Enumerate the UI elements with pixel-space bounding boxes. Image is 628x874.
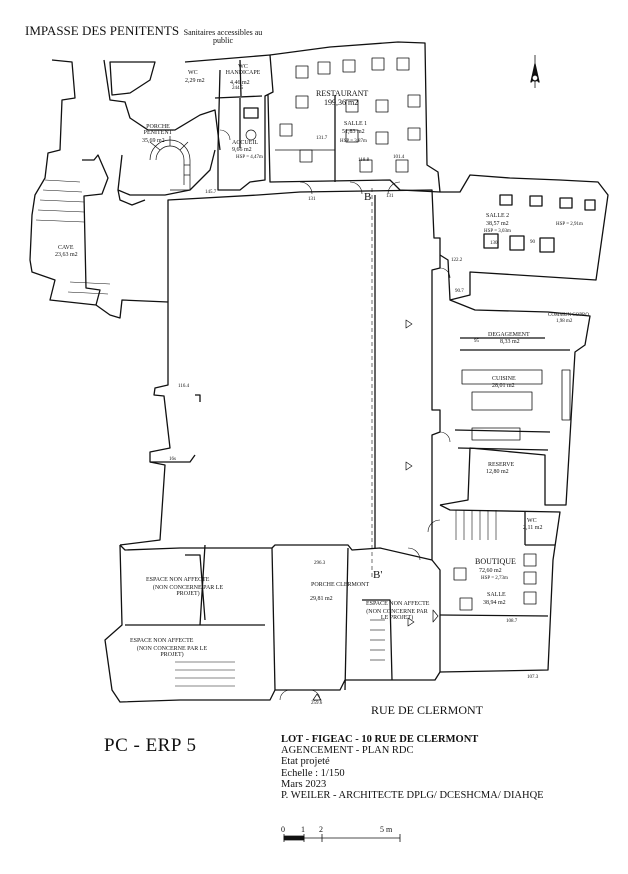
dim-label: 131.7 <box>316 136 328 141</box>
porche-clermont-name: PORCHE CLERMONT <box>311 582 370 588</box>
dim-label: 90.7 <box>455 289 464 294</box>
boutique-name: BOUTIQUE <box>475 557 516 566</box>
dim-label: 116.4 <box>178 384 190 389</box>
east-stairs <box>455 510 497 540</box>
porche-clermont-area: 29,81 m2 <box>310 596 333 602</box>
cuisine-area: 28,01 m2 <box>492 383 515 389</box>
hsp-salle1: HSP = 3.87m <box>340 139 367 144</box>
spiral-stair <box>149 136 191 191</box>
north-arrow-icon <box>530 55 540 88</box>
scale-tick-0: 0 <box>281 825 285 834</box>
espace1-name: ESPACE NON AFFECTE <box>146 577 210 583</box>
dim-label: 118.8 <box>358 158 370 163</box>
cartouche-line1: LOT - FIGEAC - 10 RUE DE CLERMONT <box>281 734 479 745</box>
access-marker-icon <box>312 319 439 701</box>
degagement-name: DEGAGEMENT <box>488 332 530 338</box>
cartouche-line4: Echelle : 1/150 <box>281 767 345 779</box>
sanitaires-label: Sanitaires accessibles au public <box>183 28 263 46</box>
espace3-name: ESPACE NON AFFECTE <box>366 601 430 607</box>
reserve-name: RESERVE <box>488 462 515 468</box>
reserve-area: 12,80 m2 <box>486 469 509 475</box>
salle2-area: 38,57 m2 <box>486 221 509 227</box>
salle2-name: SALLE 2 <box>486 213 510 219</box>
scale-tick-5: 5 m <box>380 825 393 834</box>
wc2-area: 2,11 m2 <box>523 525 543 531</box>
salle-area: 38,94 m2 <box>483 600 506 606</box>
dim-label: 145.7 <box>205 190 217 195</box>
accueil-area: 9,66 m2 <box>232 147 252 153</box>
dim-label: 16s <box>169 457 176 462</box>
wc-handi-area: 4,46 m2 <box>230 80 250 86</box>
espace2-name: ESPACE NON AFFECTE <box>130 638 194 644</box>
wc1-area: 2,29 m2 <box>185 78 205 84</box>
restaurant-name: RESTAURANT <box>316 89 369 98</box>
scale-tick-1: 1 <box>301 825 305 834</box>
salle-name: SALLE <box>487 592 506 598</box>
boutique-tables <box>453 553 537 611</box>
dim-label: 244.5 <box>232 86 244 91</box>
salle1-area: 51,83 m2 <box>342 129 365 135</box>
wc1-name: WC <box>188 70 198 76</box>
south-rooms-outline <box>104 544 441 703</box>
hsp-salle2b: HSP = 3,03m <box>484 229 511 234</box>
porche-penitent-area: 35,69 m2 <box>142 138 165 144</box>
commun-area: 1,98 m2 <box>556 319 573 324</box>
dim-label: 90 <box>530 240 535 245</box>
sanitary-block <box>184 54 274 191</box>
salle2-outline <box>439 174 609 301</box>
impasse-label: IMPASSE DES PENITENTS <box>25 23 180 38</box>
salle1-name: SALLE 1 <box>344 121 368 127</box>
porche-penitent-name: PORCHE PENITENT <box>143 124 173 137</box>
title-block: LOT - FIGEAC - 10 RUE DE CLERMONT AGENCE… <box>281 734 544 801</box>
dim-label: 107.3 <box>527 675 539 680</box>
wc2-name: WC <box>527 518 537 524</box>
cuisine-name: CUISINE <box>492 376 516 382</box>
central-space-outline <box>150 189 441 672</box>
restaurant-tables <box>279 57 421 173</box>
dim-label: 131 <box>386 194 394 199</box>
accueil-name: ACCUEIL <box>232 140 258 146</box>
commun-name: COMMUN COPRO <box>548 313 589 318</box>
dim-label: 108.7 <box>506 619 518 624</box>
section-mark-b-prime: B' <box>373 569 383 581</box>
south-stairs <box>175 619 385 687</box>
wall-outline-west <box>29 59 221 546</box>
section-mark-b: B <box>364 191 372 203</box>
espace2-note: (NON CONCERNE PAR LE PROJET) <box>136 646 208 659</box>
scale-tick-2: 2 <box>319 825 323 834</box>
dim-label: 296.3 <box>314 561 326 566</box>
cave-name: CAVE <box>58 245 74 251</box>
pc-erp-label: PC - ERP 5 <box>104 735 197 756</box>
boutique-area: 72,60 m2 <box>479 568 502 574</box>
espace3-note: (NON CONCERNE PAR LE PROJET) <box>366 609 428 622</box>
cave-stair <box>35 179 111 295</box>
dim-label: 122.2 <box>451 258 463 263</box>
street-label: RUE DE CLERMONT <box>371 703 483 717</box>
cartouche-line3: Etat projeté <box>281 756 330 768</box>
wc-handi-name: WC HANDICAPE <box>225 64 261 77</box>
cartouche-line6: P. WEILER - ARCHITECTE DPLG/ DCESHCMA/ D… <box>281 790 544 802</box>
cartouche-line5: Mars 2023 <box>281 778 327 790</box>
dim-label: 130 <box>490 241 498 246</box>
espace1-note: (NON CONCERNE PAR LE PROJET) <box>152 585 224 598</box>
restaurant-outline <box>267 41 441 193</box>
hsp-accueil: HSP = 4,47m <box>236 155 263 160</box>
cartouche-line2: AGENCEMENT - PLAN RDC <box>281 745 414 757</box>
dim-label: 131 <box>308 197 316 202</box>
dim-label: 95 <box>474 339 479 344</box>
hsp-boutique: HSP = 2,73m <box>481 576 508 581</box>
scale-bar <box>283 834 401 842</box>
door-swings <box>219 129 451 701</box>
dim-label: 101.4 <box>393 155 405 160</box>
restaurant-area: 199,36 m2 <box>324 98 359 107</box>
degagement-area: 8,33 m2 <box>500 339 520 345</box>
east-rooms-outline <box>439 299 591 673</box>
dim-label: 259.6 <box>311 701 323 706</box>
cave-area: 23,63 m2 <box>55 252 78 258</box>
hsp-salle2: HSP = 2,91m <box>556 222 583 227</box>
